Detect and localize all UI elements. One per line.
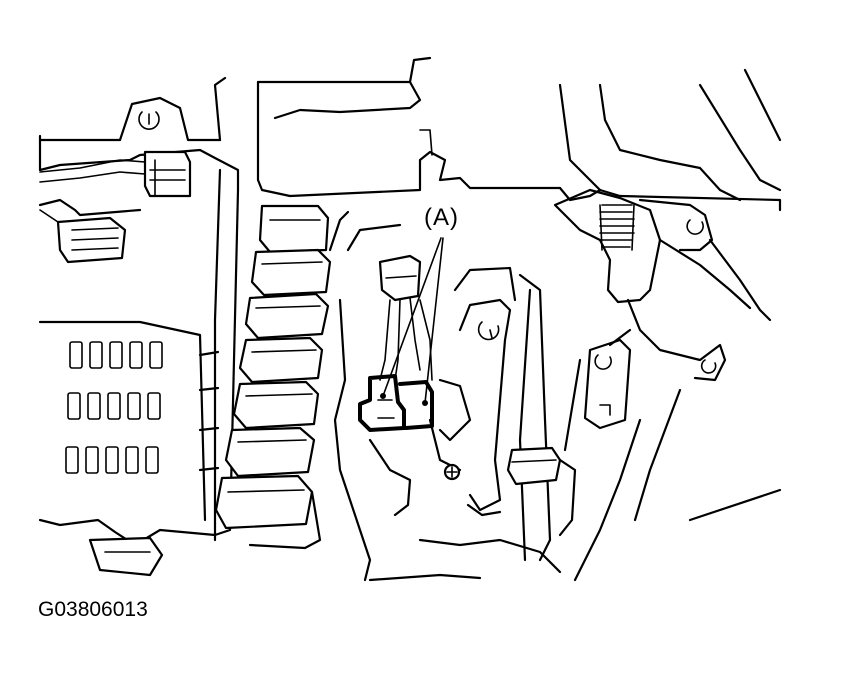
- connector-harness: [333, 223, 462, 582]
- leader-line-left: [382, 237, 442, 397]
- left-wiring: [39, 159, 146, 183]
- leader-line-right: [424, 237, 444, 404]
- dash-panel-outline: [38, 56, 782, 212]
- mounting-bracket: [368, 266, 577, 582]
- callout-label-a: (A): [424, 204, 459, 231]
- fuse-slots: [65, 341, 163, 474]
- connector-a-right: [398, 380, 434, 430]
- return-spring: [599, 204, 635, 251]
- pedal-assembly: [553, 188, 782, 582]
- figure-id: G03806013: [38, 598, 148, 621]
- relay-column: [214, 204, 350, 550]
- fuse-box-housing: [38, 138, 240, 577]
- connector-a-left: [358, 374, 406, 432]
